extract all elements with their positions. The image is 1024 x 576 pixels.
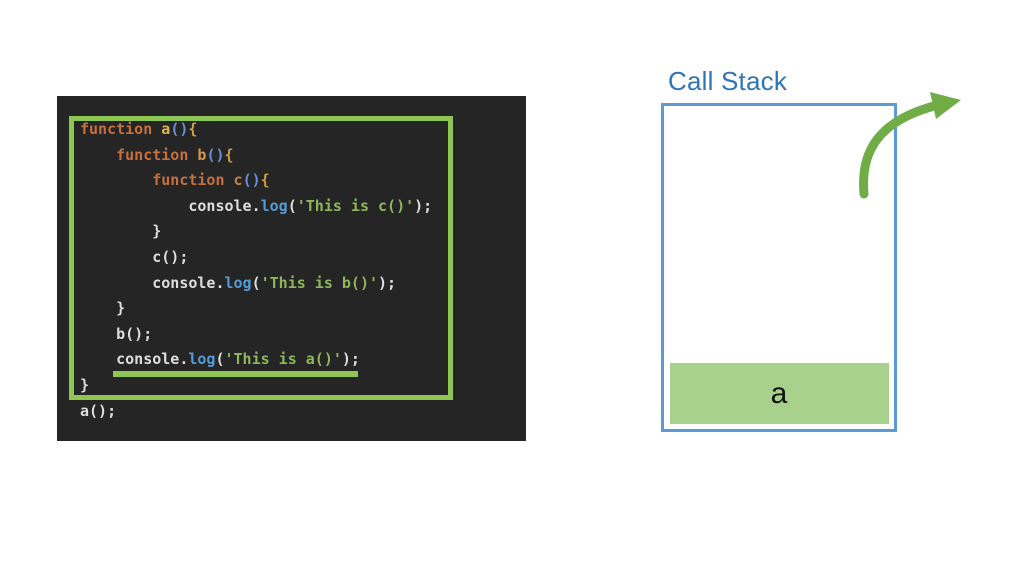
code-token: 'This is c()' (296, 196, 415, 215)
code-line: } (80, 296, 432, 322)
code-token: } (80, 375, 90, 394)
code-token (80, 146, 116, 164)
code-line: a(); (80, 399, 432, 425)
code-token (80, 171, 152, 189)
code-token: a (161, 120, 171, 138)
code-token: ( (287, 196, 297, 215)
code-token: console. (80, 350, 189, 369)
code-token: log (188, 350, 216, 369)
code-token: () (170, 120, 189, 138)
stack-frame-a: a (669, 363, 889, 424)
code-line: b(); (80, 322, 432, 348)
code-line: function b(){ (80, 143, 432, 169)
code-token: function (152, 171, 234, 190)
code-line: console.log('This is a()'); (80, 347, 432, 373)
code-token: ); (378, 273, 397, 292)
call-stack-title: Call Stack (668, 66, 788, 96)
code-token: { (224, 145, 234, 164)
code-token: ( (215, 350, 225, 369)
code-token: c (233, 171, 243, 190)
code-token: console. (80, 196, 261, 215)
code-line: console.log('This is b()'); (80, 271, 432, 297)
code-token: console. (80, 273, 225, 292)
code-block: function a(){ function b(){ function c()… (80, 117, 432, 424)
code-token: function (80, 120, 162, 138)
code-token: ( (251, 273, 261, 292)
code-line: } (80, 219, 432, 245)
code-line: console.log('This is c()'); (80, 194, 432, 220)
code-token: ); (414, 196, 433, 215)
code-token: log (260, 196, 288, 215)
code-token: { (188, 120, 198, 138)
code-token: log (224, 273, 252, 292)
code-token: ); (341, 350, 360, 369)
code-token: b (197, 145, 207, 164)
code-editor-panel: function a(){ function b(){ function c()… (57, 96, 526, 441)
stack-frame-label: a (770, 376, 788, 410)
code-line: function a(){ (80, 117, 432, 143)
code-line: c(); (80, 245, 432, 271)
code-token: 'This is a()' (224, 350, 342, 369)
code-token: c(); (80, 247, 189, 266)
code-token: } (80, 222, 162, 241)
code-token: { (260, 171, 270, 190)
code-token: function (116, 145, 198, 164)
console-log-underline (113, 371, 358, 377)
code-token: } (80, 299, 126, 318)
code-token: a(); (80, 401, 117, 420)
code-line: } (80, 373, 432, 399)
code-line: function c(){ (80, 168, 432, 194)
code-token: 'This is b()' (260, 273, 379, 292)
stack-frames: a (664, 363, 894, 424)
call-stack-box: a (661, 103, 897, 432)
code-token: () (242, 171, 261, 190)
code-token: b(); (80, 324, 153, 343)
code-token: () (206, 145, 225, 164)
